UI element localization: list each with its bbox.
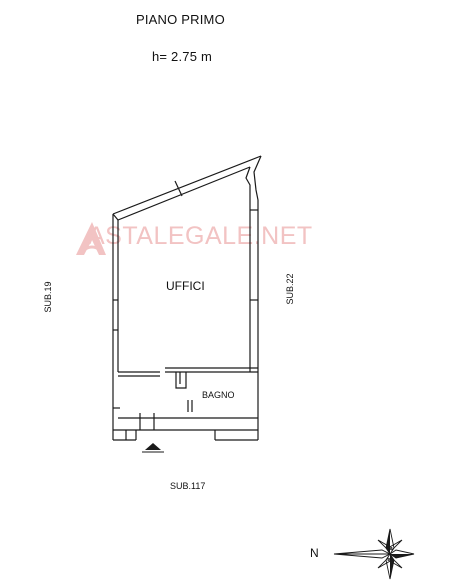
plan-title: PIANO PRIMO — [136, 12, 225, 27]
neighbor-label-bottom: SUB.117 — [170, 481, 206, 491]
watermark-text: ASTALEGALE.NET — [88, 222, 313, 250]
north-label: N — [310, 546, 319, 560]
room-label-office: UFFICI — [166, 279, 205, 293]
entrance-arrow-icon — [142, 443, 164, 453]
ceiling-height-label: h= 2.75 m — [152, 49, 212, 64]
room-label-bathroom: BAGNO — [202, 390, 235, 400]
